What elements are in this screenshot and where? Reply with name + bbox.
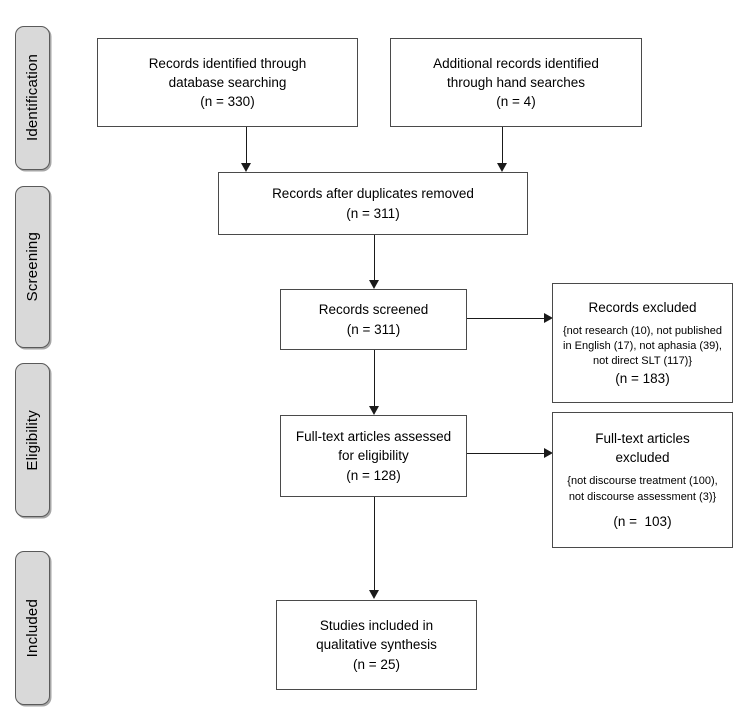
box-records-excluded-detail-1: {not research (10), not published: [563, 324, 722, 337]
box-fulltext-excluded-heading-2: excluded: [615, 450, 670, 466]
box-additional-records-line-1: Additional records identified: [433, 55, 599, 71]
arrowhead-fulltext-to-included: [368, 590, 379, 599]
box-fulltext-assessed: Full-text articles assessed for eligibil…: [280, 415, 467, 497]
box-after-duplicates-count: (n = 311): [346, 205, 400, 221]
connector-screened-to-excluded: [467, 318, 545, 319]
stage-tab-identification-label: Identification: [24, 54, 41, 142]
box-fulltext-assessed-count: (n = 128): [346, 467, 401, 483]
arrowhead-fulltext-to-excluded: [544, 447, 553, 458]
connector-fulltext-to-excluded: [467, 453, 545, 454]
box-studies-included-line-1: Studies included in: [319, 618, 434, 634]
box-records-identified-line-2: database searching: [168, 74, 287, 90]
box-additional-records-count: (n = 4): [496, 94, 536, 110]
box-after-duplicates: Records after duplicates removed (n = 31…: [218, 172, 528, 235]
stage-tab-identification[interactable]: Identification: [15, 26, 50, 170]
box-additional-records: Additional records identified through ha…: [390, 38, 642, 127]
box-fulltext-assessed-line-1: Full-text articles assessed: [295, 429, 452, 445]
box-records-identified-count: (n = 330): [200, 94, 255, 110]
box-additional-records-line-2: through hand searches: [446, 74, 586, 90]
box-records-screened-line-1: Records screened: [318, 302, 429, 318]
arrowhead-screened-to-excluded: [544, 312, 553, 323]
box-fulltext-excluded-heading-1: Full-text articles: [595, 431, 690, 447]
box-records-excluded: Records excluded {not research (10), not…: [552, 283, 733, 403]
box-fulltext-assessed-line-2: for eligibility: [338, 448, 409, 464]
box-records-screened-count: (n = 311): [346, 321, 401, 337]
box-records-identified-line-1: Records identified through: [148, 55, 307, 71]
box-studies-included-line-2: qualitative synthesis: [316, 637, 437, 653]
stage-tab-included[interactable]: Included: [15, 551, 50, 705]
stage-tab-eligibility[interactable]: Eligibility: [15, 363, 50, 517]
stage-tab-screening[interactable]: Screening: [15, 186, 50, 348]
stage-tab-included-label: Included: [24, 598, 41, 658]
box-records-excluded-detail-3: not direct SLT (117)}: [592, 355, 693, 368]
stage-tab-eligibility-label: Eligibility: [24, 409, 41, 471]
box-fulltext-excluded-detail-2: not discourse assessment (3)}: [568, 490, 717, 503]
box-fulltext-excluded: Full-text articles excluded {not discour…: [552, 412, 733, 548]
box-records-excluded-detail-2: in English (17), not aphasia (39),: [563, 339, 722, 352]
connector-additional-to-duplicates: [502, 127, 503, 164]
box-studies-included: Studies included in qualitative synthesi…: [276, 600, 477, 690]
connector-fulltext-to-included: [374, 497, 375, 591]
box-records-identified: Records identified through database sear…: [97, 38, 358, 127]
connector-duplicates-to-screened: [374, 235, 375, 281]
connector-identified-to-duplicates: [246, 127, 247, 164]
arrowhead-identified-to-duplicates: [240, 163, 251, 172]
box-fulltext-excluded-count: (n = 103): [613, 513, 672, 529]
box-records-excluded-heading: Records excluded: [588, 299, 697, 315]
connector-screened-to-fulltext: [374, 350, 375, 407]
arrowhead-duplicates-to-screened: [368, 280, 379, 289]
box-records-screened: Records screened (n = 311): [280, 289, 467, 350]
box-after-duplicates-line-1: Records after duplicates removed: [272, 186, 474, 202]
box-fulltext-excluded-detail-1: {not discourse treatment (100),: [567, 475, 718, 488]
box-studies-included-count: (n = 25): [353, 656, 400, 672]
arrowhead-additional-to-duplicates: [496, 163, 507, 172]
arrowhead-screened-to-fulltext: [368, 406, 379, 415]
stage-tab-screening-label: Screening: [24, 232, 41, 302]
box-records-excluded-count: (n = 183): [615, 371, 670, 387]
